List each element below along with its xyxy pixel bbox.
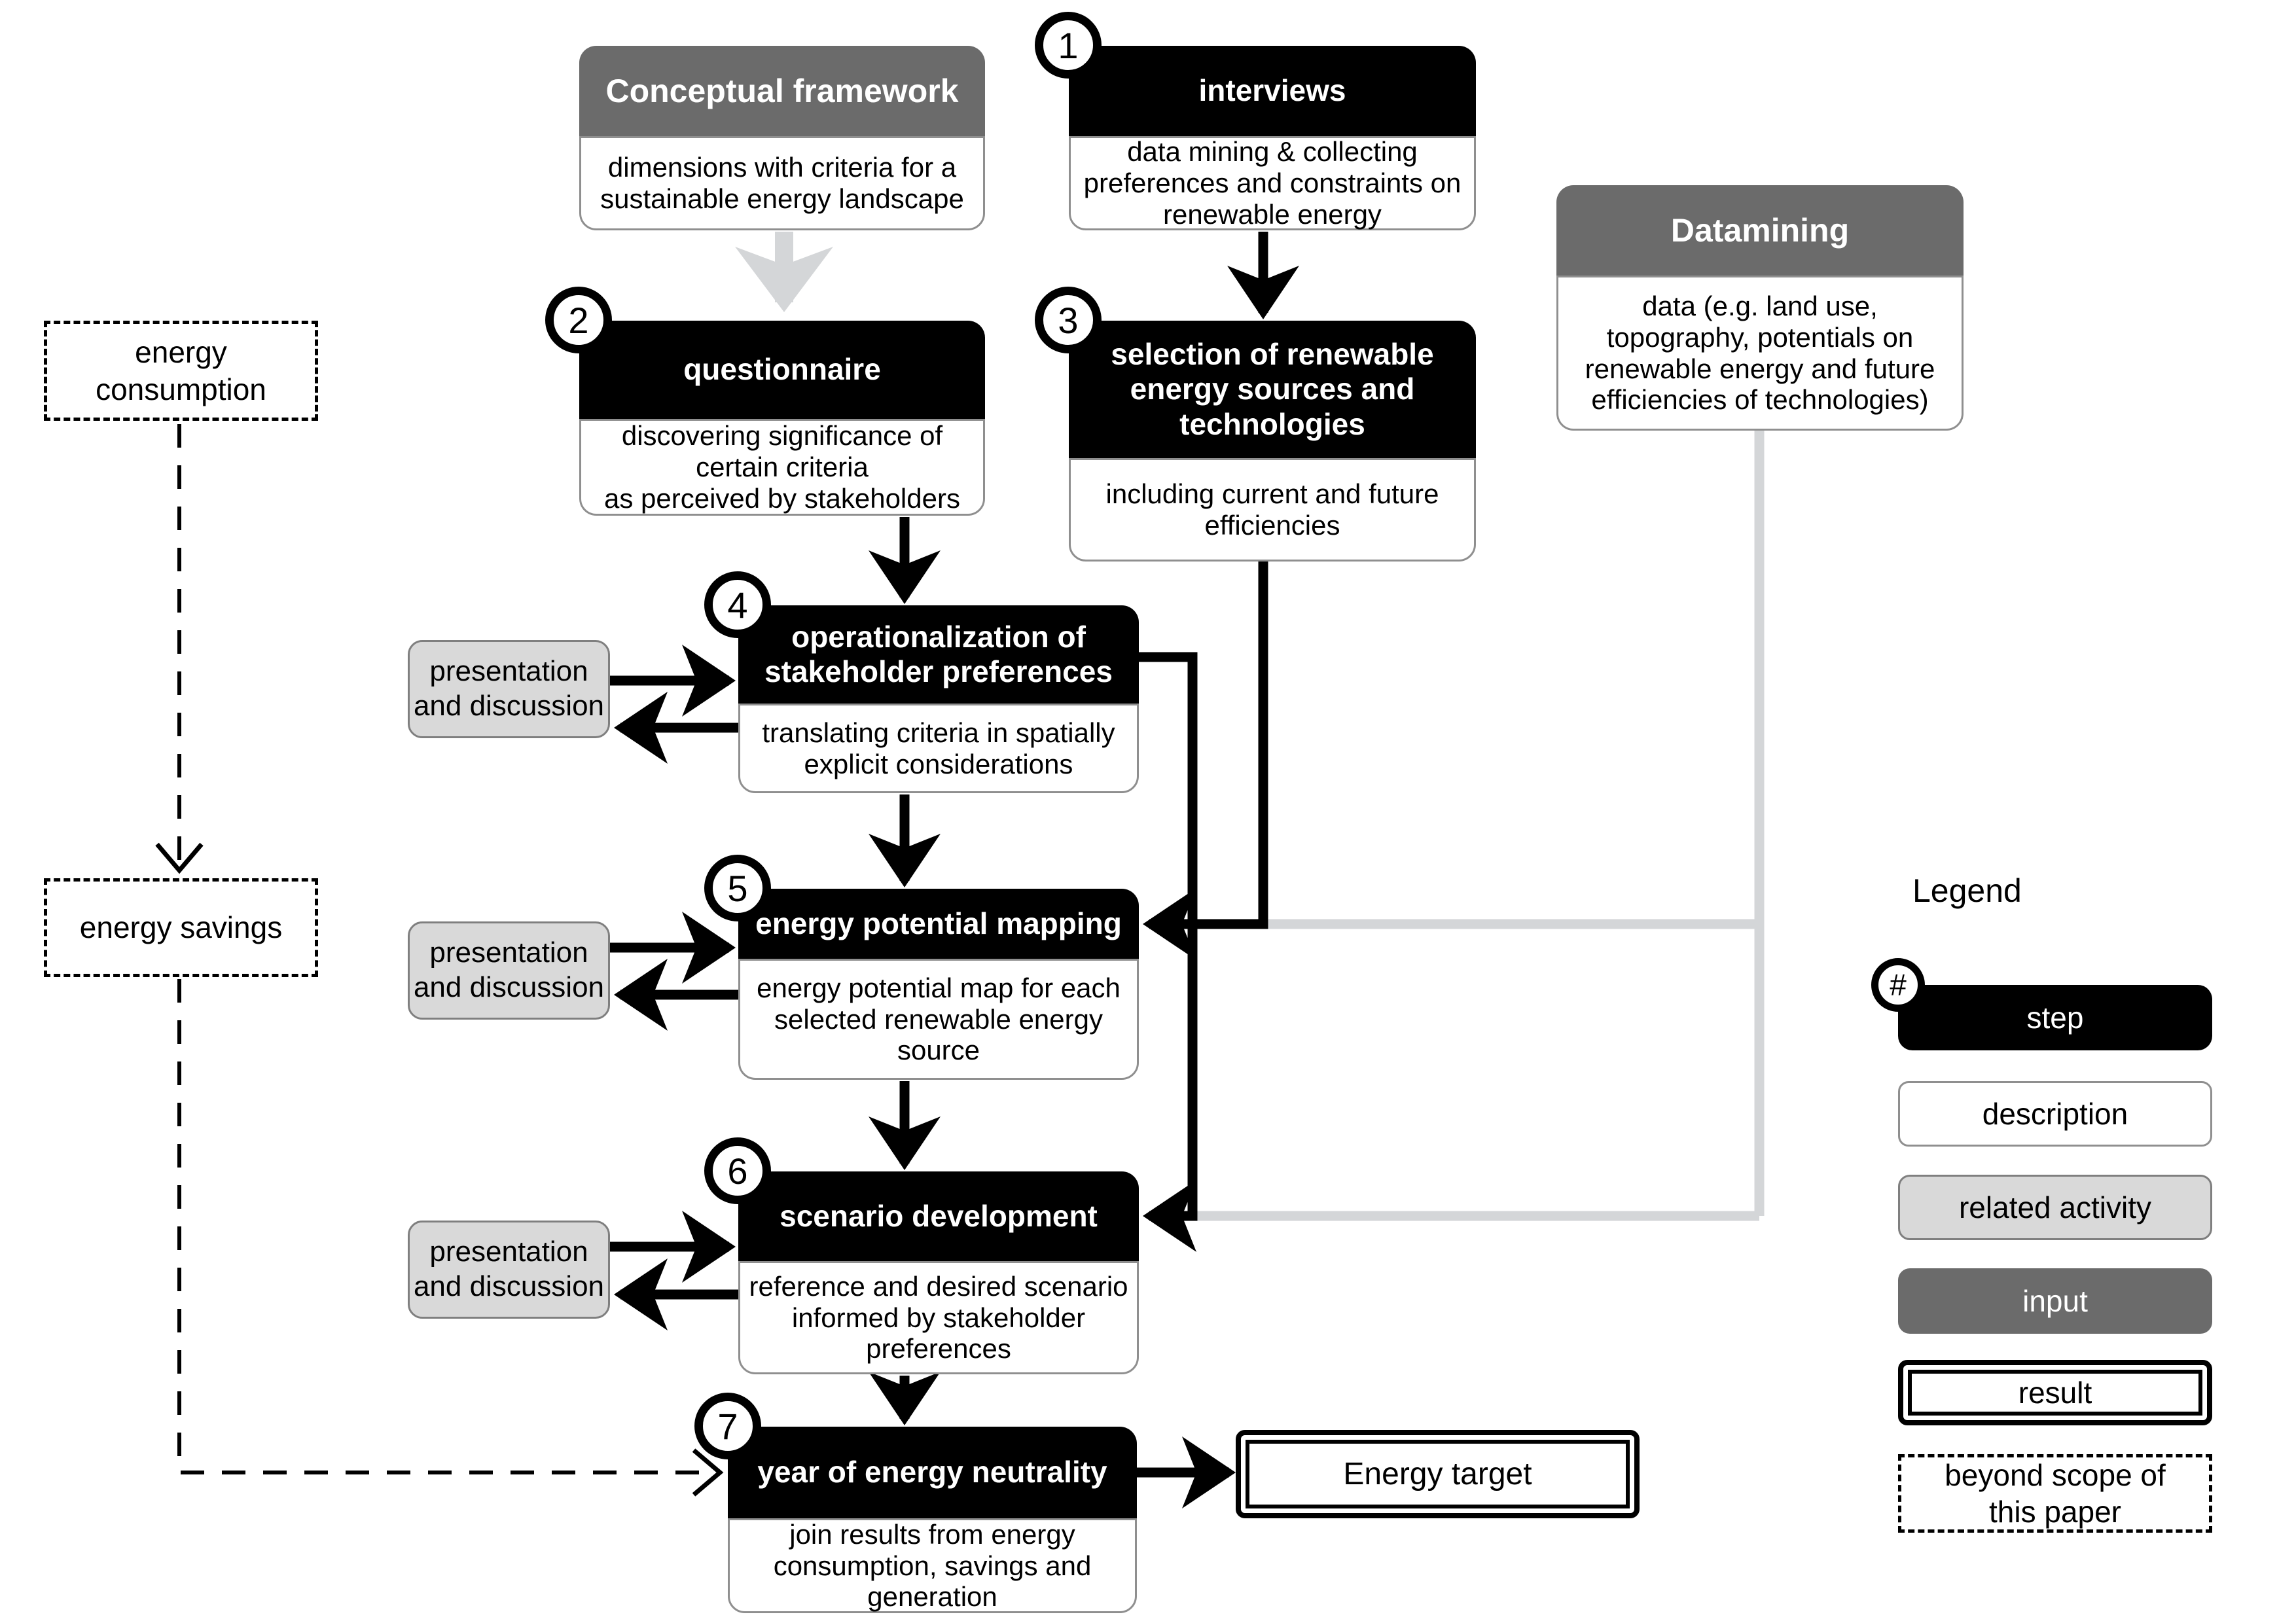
step-5-description: energy potential map for each selected r… — [738, 959, 1139, 1080]
node-step-4-operationalization: operationalization of stakeholder prefer… — [738, 605, 1139, 793]
node-step-3-selection: selection of renewable energy sources an… — [1069, 321, 1476, 562]
step-1-number-badge: 1 — [1035, 12, 1102, 79]
connector-step4-to-step6 — [1139, 652, 1198, 1252]
node-step-5-energy-potential-mapping: energy potential mapping energy potentia… — [738, 889, 1139, 1080]
node-step-6-scenario-development: scenario development reference and desir… — [738, 1171, 1139, 1374]
step-2-number-badge: 2 — [545, 287, 612, 353]
beyond-scope-energy-savings: energy savings — [44, 878, 318, 977]
step-5-number-badge: 5 — [704, 855, 771, 921]
step-4-description: translating criteria in spatially explic… — [738, 704, 1139, 793]
step-7-number-badge: 7 — [694, 1393, 761, 1459]
step-2-description: discovering significance of certain crit… — [579, 419, 985, 516]
result-energy-target: Energy target — [1236, 1430, 1640, 1518]
related-activity-step5: presentation and discussion — [408, 921, 610, 1020]
node-step-7-year-of-energy-neutrality: year of energy neutrality join results f… — [728, 1427, 1137, 1613]
step-2-title: questionnaire — [579, 321, 985, 419]
step-3-title: selection of renewable energy sources an… — [1069, 321, 1476, 458]
step-7-title: year of energy neutrality — [728, 1427, 1137, 1518]
node-step-2-questionnaire: questionnaire discovering significance o… — [579, 321, 985, 516]
legend-result-box: result — [1898, 1360, 2212, 1425]
step-3-number-badge: 3 — [1035, 287, 1102, 353]
step-4-number-badge: 4 — [704, 571, 771, 638]
legend-step-box: step — [1898, 985, 2212, 1050]
legend-description-box: description — [1898, 1081, 2212, 1147]
step-6-description: reference and desired scenario informed … — [738, 1261, 1139, 1374]
step-4-title: operationalization of stakeholder prefer… — [738, 605, 1139, 704]
legend-title: Legend — [1912, 872, 2022, 909]
related-activity-step6: presentation and discussion — [408, 1221, 610, 1319]
step-1-description: data mining & collecting preferences and… — [1069, 136, 1476, 230]
legend-result-label: result — [1908, 1370, 2202, 1416]
node-conceptual-framework: Conceptual framework dimensions with cri… — [579, 46, 985, 230]
step-1-title: interviews — [1069, 46, 1476, 136]
result-energy-target-label: Energy target — [1246, 1440, 1630, 1508]
datamining-title: Datamining — [1556, 185, 1964, 276]
step-3-description: including current and future efficiencie… — [1069, 458, 1476, 562]
legend-hash-badge: # — [1871, 958, 1925, 1012]
node-datamining: Datamining data (e.g. land use, topograp… — [1556, 185, 1964, 431]
step-6-title: scenario development — [738, 1171, 1139, 1261]
conceptual-framework-title: Conceptual framework — [579, 46, 985, 136]
beyond-scope-energy-consumption: energy consumption — [44, 321, 318, 421]
datamining-description: data (e.g. land use, topography, potenti… — [1556, 276, 1964, 431]
conceptual-framework-description: dimensions with criteria for a sustainab… — [579, 136, 985, 230]
node-step-1-interviews: interviews data mining & collecting pref… — [1069, 46, 1476, 230]
step-7-description: join results from energy consumption, sa… — [728, 1518, 1137, 1613]
legend-related-activity-box: related activity — [1898, 1175, 2212, 1240]
legend-input-box: input — [1898, 1268, 2212, 1334]
legend-beyond-scope-box: beyond scope of this paper — [1898, 1454, 2212, 1533]
connector-step3-to-step5 — [1143, 562, 1268, 960]
related-activity-step4: presentation and discussion — [408, 640, 610, 738]
step-5-title: energy potential mapping — [738, 889, 1139, 959]
step-6-number-badge: 6 — [704, 1137, 771, 1204]
